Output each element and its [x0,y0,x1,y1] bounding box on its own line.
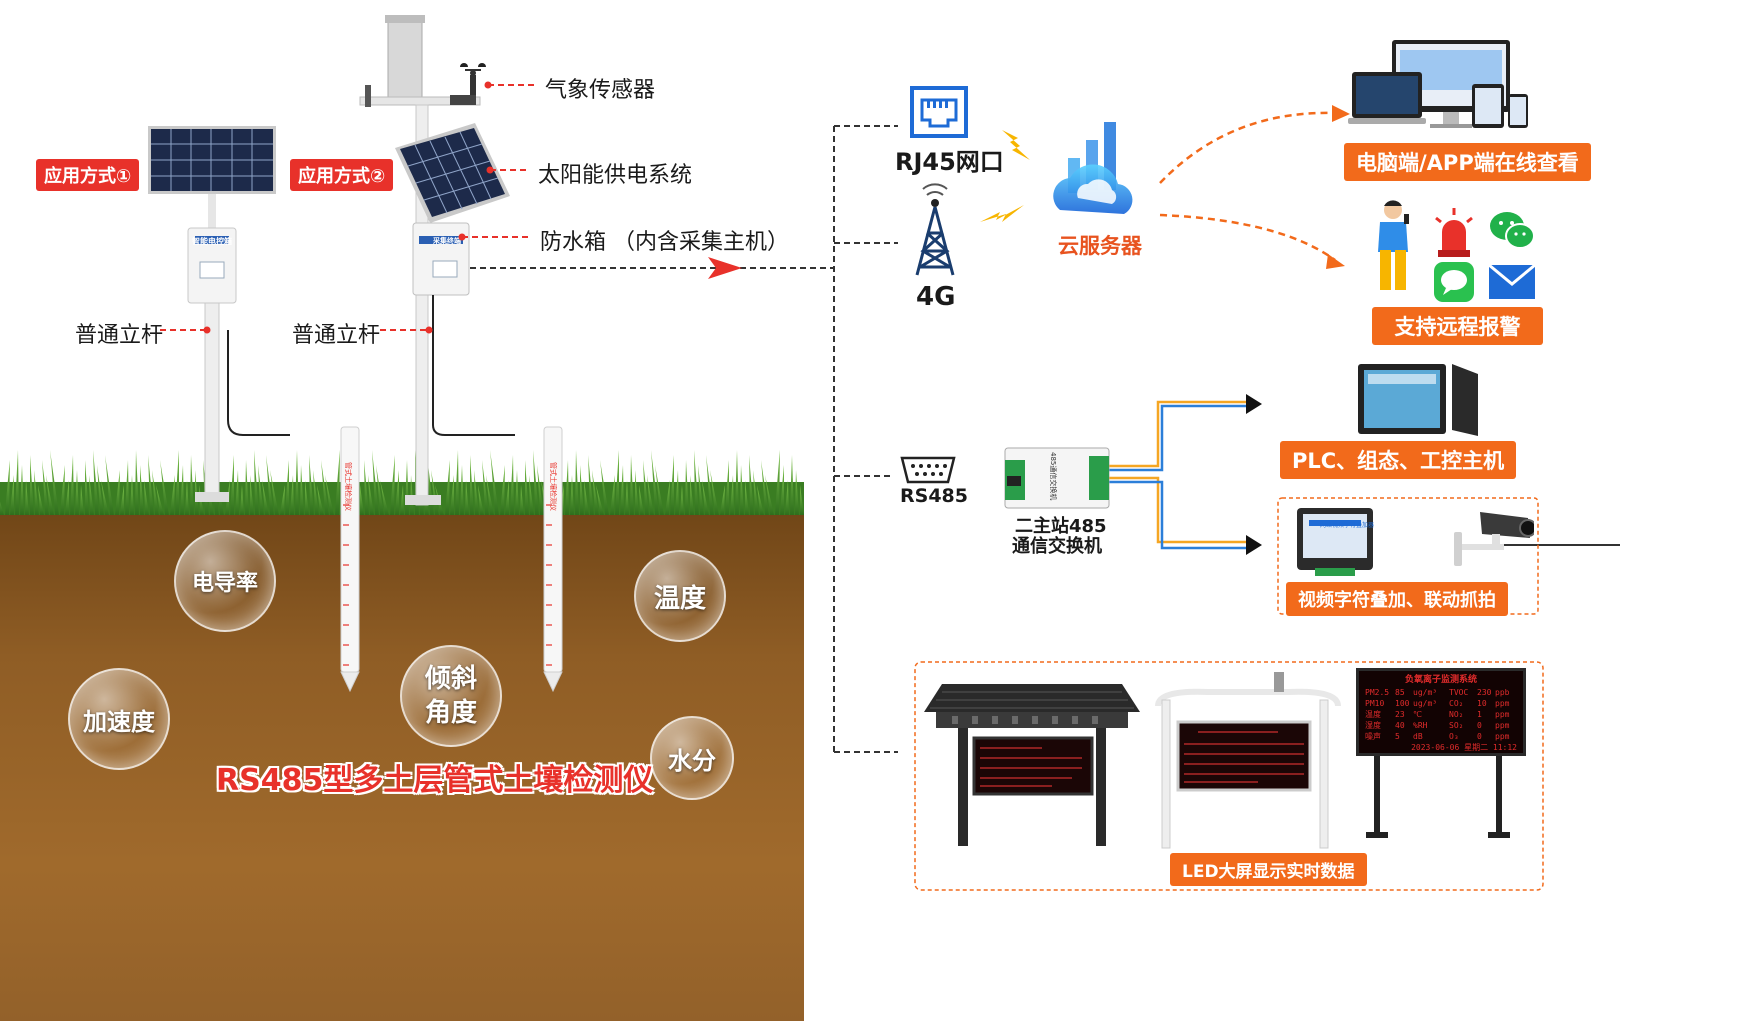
box2-plate-text: 采集终端 [433,237,461,245]
led-cell: dB [1413,732,1423,741]
switch-label-1: 二主站485 [1015,516,1107,537]
pole-1-label: 普通立杆 [75,323,164,348]
alarm-tag: 支持远程报警 [1372,307,1543,345]
led-cell: 5 [1395,732,1400,741]
solar-system-label: 太阳能供电系统 [538,163,693,188]
pc-app-devices-icon [1348,40,1528,128]
led-signboard-legs [1366,756,1510,838]
person-phone-icon [1378,200,1409,290]
solar-panel-1 [148,126,276,194]
led-cell: 23 [1395,710,1405,719]
bubble-temperature: 温度 [634,550,726,642]
bubble-moisture: 水分 [650,716,734,800]
sms-icon [1434,262,1474,302]
led-cell: 1 [1477,710,1482,719]
rs485-port-icon [900,456,956,484]
led-cell: CO₂ [1449,699,1464,708]
led-cell: ppm [1495,732,1510,741]
led-cell: O₃ [1449,732,1459,741]
security-camera-icon [1454,512,1534,566]
wechat-icon [1490,212,1535,249]
led-cell: 85 [1395,688,1405,697]
plc-tag: PLC、组态、工控主机 [1280,441,1517,479]
led-cell: ppb [1495,688,1510,697]
led-cell: ppm [1495,721,1510,730]
bubble-conductivity: 电导率 [174,530,276,632]
pc-app-tag: 电脑端/APP端在线查看 [1344,143,1591,181]
led-pavilion-screen [924,684,1140,846]
probe-2 [543,426,563,693]
rs485-switch-device [1004,447,1110,509]
mode-2-tag: 应用方式② [290,159,394,191]
video-overlay-device [1297,508,1373,576]
led-cell: TVOC [1449,688,1469,697]
rj45-label: RJ45网口 [895,148,1004,176]
alarm-siren-icon [1435,208,1473,257]
led-cell: ug/m³ [1413,699,1438,708]
led-arch-screen [1155,672,1341,849]
led-date: 2023-06-06 星期二 11:12 [1411,743,1517,752]
bubble-acceleration: 加速度 [68,668,170,770]
cloud-server-label: 云服务器 [1058,234,1142,258]
led-row: 湿度 40 %RH SO₂ 0 ppm [1365,720,1517,731]
solar-panel-2 [395,123,510,223]
4g-tower-icon [915,183,955,276]
led-cell: 温度 [1365,710,1381,719]
rs485-label: RS485 [900,485,968,507]
led-cell: ℃ [1413,710,1422,719]
product-title: RS485型多土层管式土壤检测仪 [216,763,654,798]
weather-sensor-label: 气象传感器 [545,78,656,103]
led-cell: 噪声 [1365,732,1381,741]
video-tag: 视频字符叠加、联动抓拍 [1286,582,1508,616]
bubble-tilt: 倾斜角度 [400,645,502,747]
led-cell: 0 [1477,721,1482,730]
led-cell: 230 [1477,688,1492,697]
mode-1-tag: 应用方式① [36,159,140,191]
cloud-server-icon [1053,122,1133,214]
led-cell: 100 [1395,699,1410,708]
led-cell: ppm [1495,699,1510,708]
led-row: 温度 23 ℃ NO₂ 1 ppm [1365,709,1517,720]
led-cell: PM10 [1365,699,1385,708]
left-leader-lines [160,81,538,334]
switch-label-2: 通信交换机 [1012,536,1102,557]
probe-1 [340,426,360,693]
box1-plate-text: 智能电控箱 [192,237,232,246]
overlay-device-text: 网络视频字符叠加器 [1320,522,1375,529]
pole-2-label: 普通立杆 [292,323,381,348]
led-cell: 0 [1477,732,1482,741]
waterproof-box-label: 防水箱 （内含采集主机） [540,230,789,255]
led-cell: ppm [1495,710,1510,719]
led-cell: %RH [1413,721,1428,730]
led-tag: LED大屏显示实时数据 [1170,853,1367,886]
station-1 [187,190,290,502]
led-row: 噪声 5 dB O₃ 0 ppm [1365,731,1517,742]
led-cell: NO₂ [1449,710,1464,719]
4g-label: 4G [916,282,956,312]
led-cell: PM2.5 [1365,688,1390,697]
led-cell: 40 [1395,721,1405,730]
led-title: 负氧离子监测系统 [1404,675,1477,685]
rj45-icon [910,86,968,138]
led-cell: ug/m³ [1413,688,1438,697]
led-cell: 10 [1477,699,1487,708]
led-cell: SO₂ [1449,721,1464,730]
led-cell: 湿度 [1365,721,1381,730]
switch-device-text: 485通信交换机 [1049,452,1057,501]
email-icon [1488,264,1536,299]
industrial-pc-icon [1358,364,1478,436]
